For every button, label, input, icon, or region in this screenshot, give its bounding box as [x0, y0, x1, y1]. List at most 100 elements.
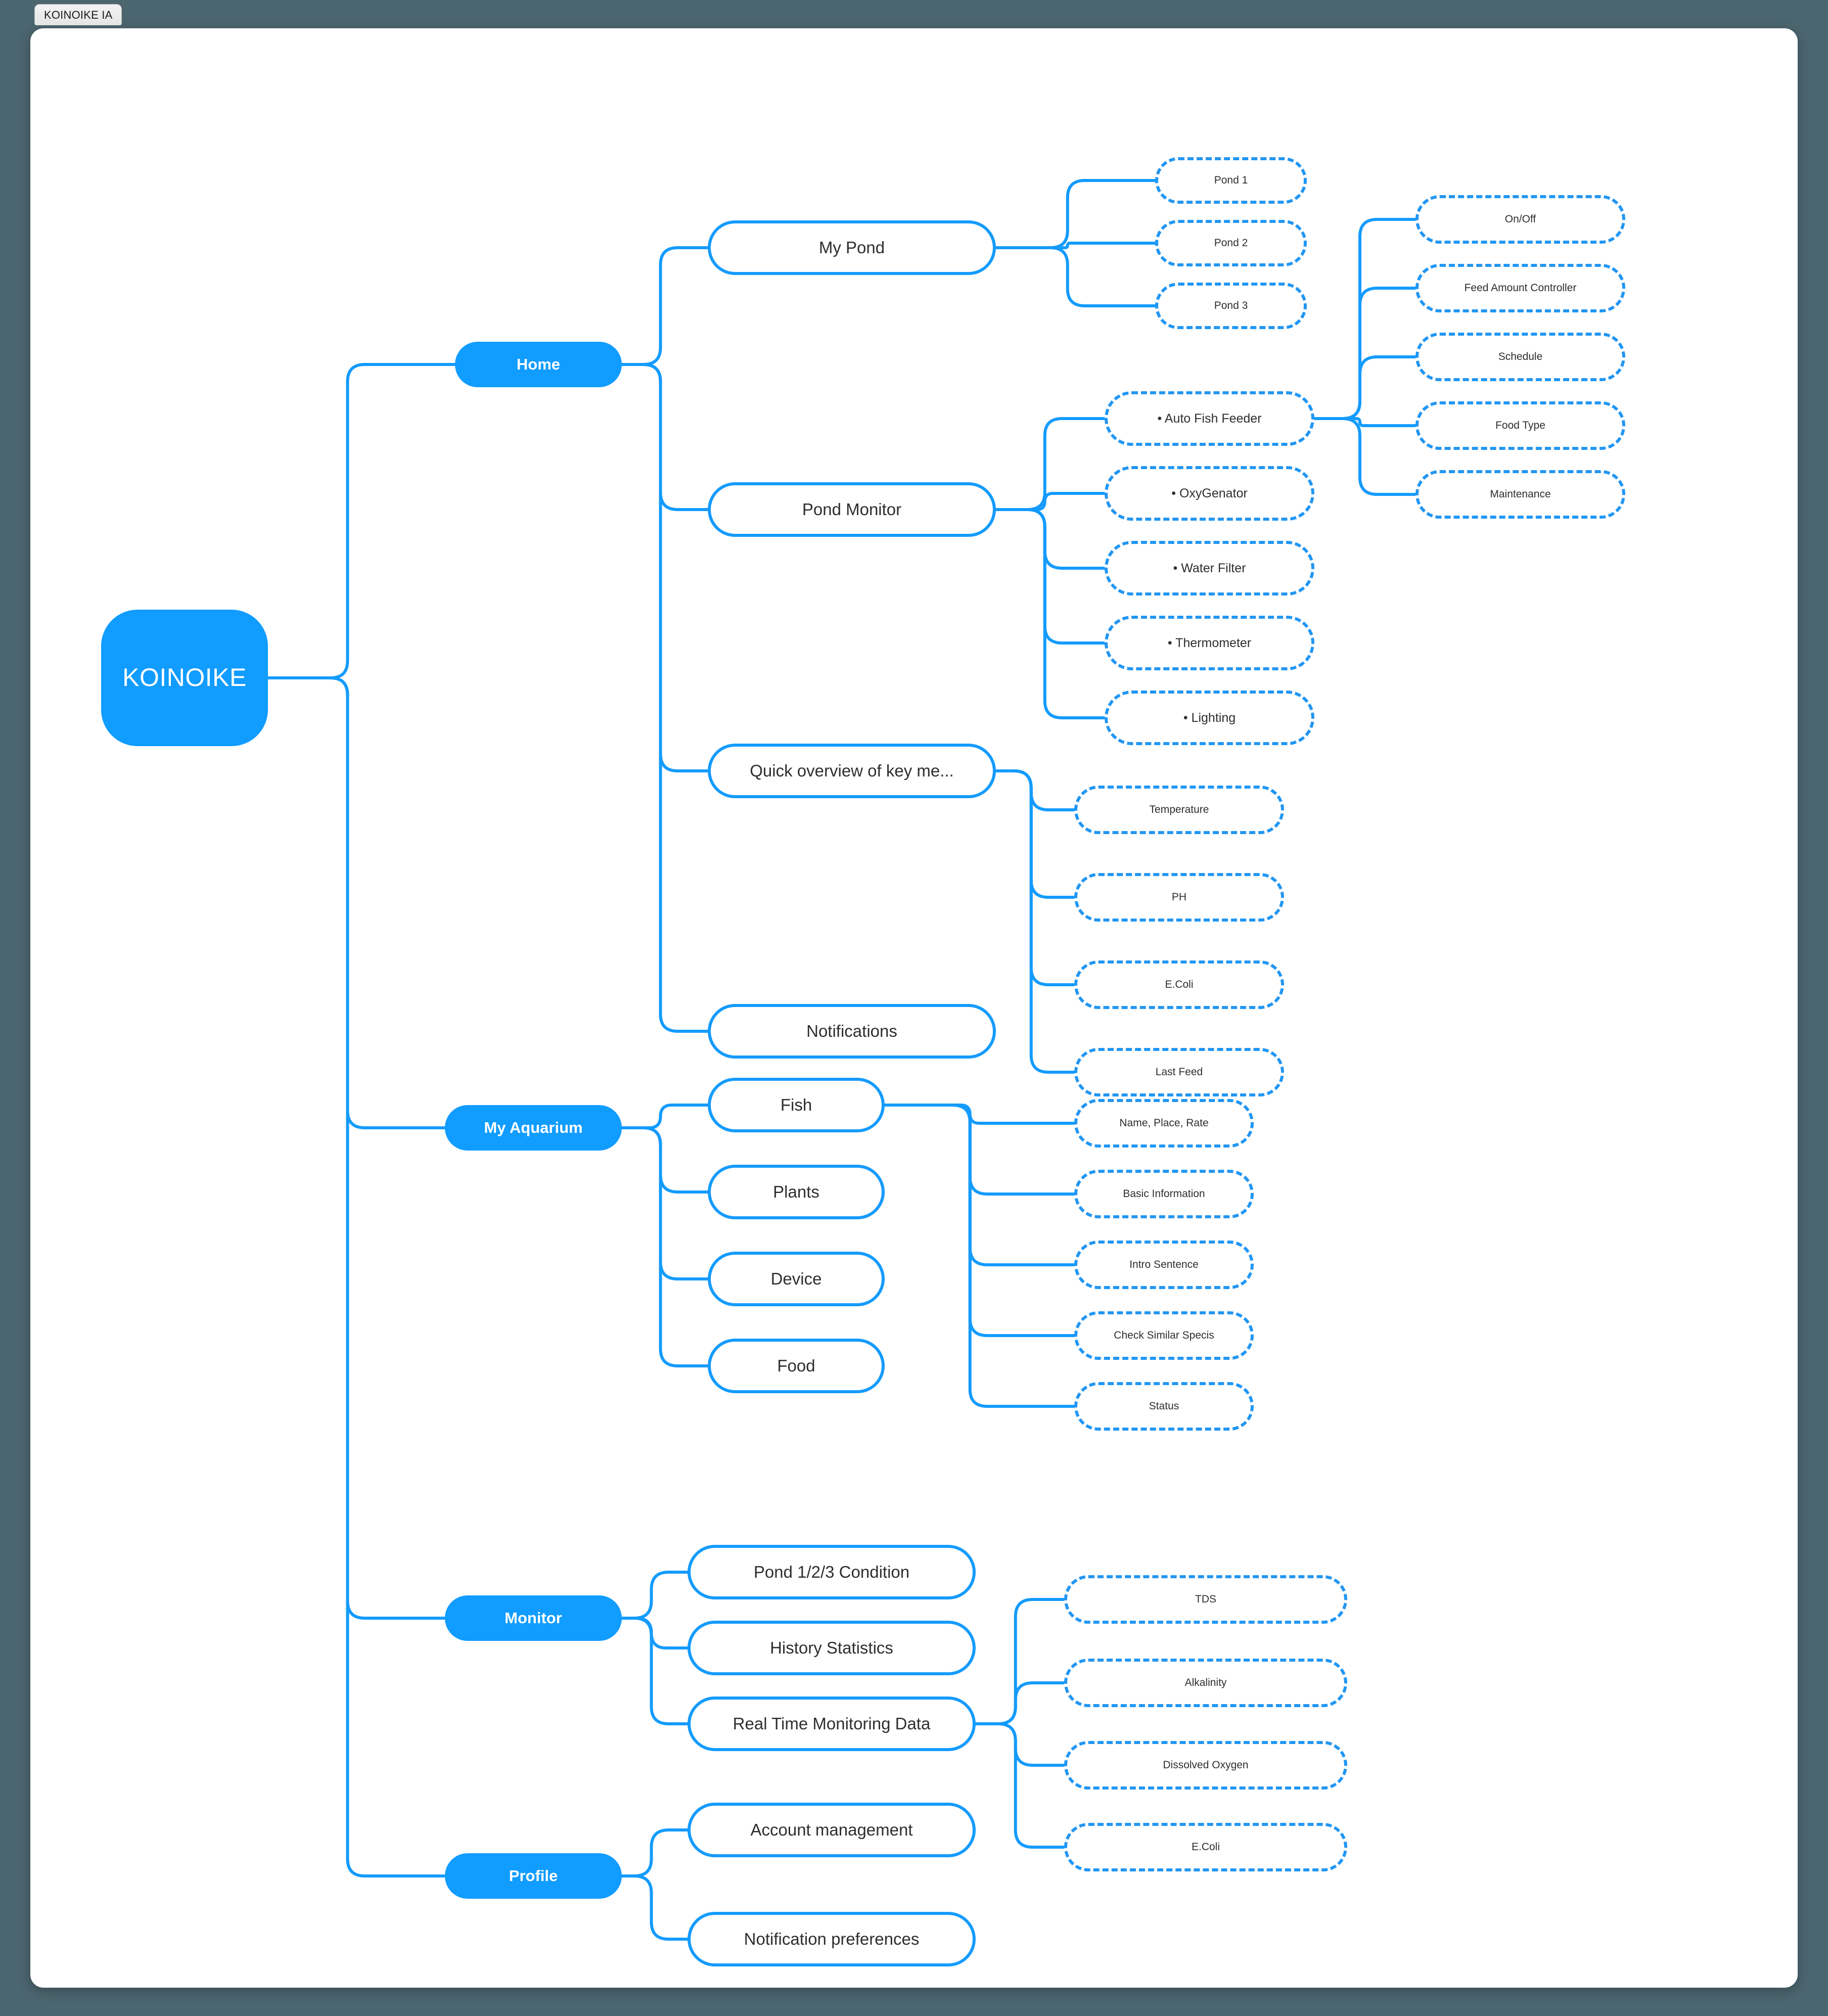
connector-moni-to-rtmd: [620, 1617, 689, 1725]
node-plants[interactable]: Plants: [708, 1165, 885, 1219]
node-dissolved-oxygen[interactable]: Dissolved Oxygen: [1064, 1741, 1347, 1790]
connector-prof-to-acct: [620, 1828, 689, 1877]
node-fish[interactable]: Fish: [708, 1078, 885, 1132]
node-oxygenator[interactable]: • OxyGenator: [1105, 466, 1314, 521]
connector-rtmd-to-alka: [974, 1681, 1066, 1725]
node-quick-overview-label: Quick overview of key me...: [750, 761, 954, 781]
node-history-statistics[interactable]: History Statistics: [688, 1621, 976, 1675]
node-pond-2-label: Pond 2: [1214, 237, 1248, 249]
node-thermometer-label: • Thermometer: [1167, 635, 1252, 650]
node-basic-information[interactable]: Basic Information: [1074, 1170, 1254, 1218]
node-device-label: Device: [770, 1269, 822, 1289]
node-pond-condition[interactable]: Pond 1/2/3 Condition: [688, 1545, 976, 1599]
node-tds[interactable]: TDS: [1064, 1575, 1347, 1624]
node-maintenance[interactable]: Maintenance: [1415, 470, 1625, 519]
connector-root-to-home: [266, 363, 456, 679]
node-intro-sentence-label: Intro Sentence: [1129, 1258, 1199, 1270]
node-notification-preferences-label: Notification preferences: [744, 1930, 920, 1949]
branch-monitor[interactable]: Monitor: [445, 1595, 622, 1641]
node-name-place-rate-label: Name, Place, Rate: [1119, 1117, 1209, 1129]
node-pond-2[interactable]: Pond 2: [1155, 220, 1307, 266]
tab-label: KOINOIKE IA: [44, 8, 113, 21]
browser-tab-chip[interactable]: KOINOIKE IA: [34, 4, 122, 25]
node-dissolved-oxygen-label: Dissolved Oxygen: [1163, 1759, 1249, 1771]
node-real-time-monitoring-data[interactable]: Real Time Monitoring Data: [688, 1697, 976, 1751]
node-lighting-label: • Lighting: [1183, 710, 1236, 725]
connector-prof-to-notpref: [620, 1874, 689, 1941]
node-pond-monitor[interactable]: Pond Monitor: [708, 482, 996, 537]
branch-home-label: Home: [516, 355, 561, 374]
node-thermometer[interactable]: • Thermometer: [1105, 616, 1314, 670]
branch-my-aquarium[interactable]: My Aquarium: [445, 1105, 622, 1151]
node-account-management[interactable]: Account management: [688, 1803, 976, 1857]
branch-home[interactable]: Home: [455, 342, 622, 387]
node-oxygenator-label: • OxyGenator: [1171, 486, 1248, 500]
node-tds-label: TDS: [1195, 1593, 1216, 1605]
connector-feeder-to-maint: [1313, 417, 1417, 496]
node-auto-fish-feeder-label: • Auto Fish Feeder: [1157, 411, 1262, 426]
node-feed-amount-controller-label: Feed Amount Controller: [1464, 282, 1577, 294]
connector-home-to-notif: [620, 363, 709, 1033]
mindmap-connectors: [266, 179, 1417, 1941]
node-status-label: Status: [1149, 1400, 1179, 1412]
node-history-statistics-label: History Statistics: [770, 1638, 893, 1658]
root-node-koinoike-label: KOINOIKE: [122, 663, 247, 692]
node-status[interactable]: Status: [1074, 1382, 1254, 1431]
node-lighting[interactable]: • Lighting: [1105, 691, 1314, 745]
connector-aqua-to-fish: [620, 1104, 709, 1129]
node-ecoli-monitor[interactable]: E.Coli: [1064, 1823, 1347, 1871]
node-auto-fish-feeder[interactable]: • Auto Fish Feeder: [1105, 391, 1314, 446]
node-notifications[interactable]: Notifications: [708, 1004, 996, 1059]
node-alkalinity-label: Alkalinity: [1184, 1676, 1227, 1688]
node-notification-preferences[interactable]: Notification preferences: [688, 1912, 976, 1966]
connector-pondmon-to-oxy: [994, 492, 1106, 511]
connector-quick-to-lastfd: [994, 769, 1076, 1074]
node-ecoli-home[interactable]: E.Coli: [1074, 960, 1284, 1009]
node-pond-condition-label: Pond 1/2/3 Condition: [753, 1563, 910, 1582]
node-food-label: Food: [777, 1356, 815, 1376]
connector-mypond-to-pond2: [994, 242, 1157, 249]
node-alkalinity[interactable]: Alkalinity: [1064, 1659, 1347, 1707]
connector-rtmd-to-ecoli2: [974, 1722, 1066, 1849]
node-last-feed-label: Last Feed: [1155, 1066, 1203, 1078]
node-plants-label: Plants: [773, 1182, 819, 1202]
node-water-filter[interactable]: • Water Filter: [1105, 541, 1314, 595]
node-device[interactable]: Device: [708, 1252, 885, 1306]
node-food[interactable]: Food: [708, 1339, 885, 1393]
node-schedule[interactable]: Schedule: [1415, 333, 1625, 381]
connector-root-to-prof: [266, 676, 446, 1877]
node-food-type-label: Food Type: [1495, 419, 1545, 431]
node-real-time-monitoring-data-label: Real Time Monitoring Data: [733, 1714, 931, 1733]
node-ecoli-home-label: E.Coli: [1165, 978, 1194, 990]
node-name-place-rate[interactable]: Name, Place, Rate: [1074, 1099, 1254, 1148]
node-fish-label: Fish: [780, 1095, 812, 1115]
node-maintenance-label: Maintenance: [1490, 488, 1551, 500]
node-quick-overview[interactable]: Quick overview of key me...: [708, 744, 996, 798]
node-food-type[interactable]: Food Type: [1415, 401, 1625, 450]
node-schedule-label: Schedule: [1498, 350, 1543, 362]
connector-home-to-mypond: [620, 246, 709, 366]
node-intro-sentence[interactable]: Intro Sentence: [1074, 1241, 1254, 1289]
node-feed-amount-controller[interactable]: Feed Amount Controller: [1415, 264, 1625, 312]
node-pond-1-label: Pond 1: [1214, 174, 1248, 186]
node-last-feed[interactable]: Last Feed: [1074, 1048, 1284, 1096]
node-water-filter-label: • Water Filter: [1173, 561, 1246, 575]
node-basic-information-label: Basic Information: [1123, 1187, 1205, 1200]
node-on-off-label: On/Off: [1504, 213, 1536, 225]
branch-profile[interactable]: Profile: [445, 1853, 622, 1899]
node-pond-1[interactable]: Pond 1: [1155, 157, 1307, 204]
branch-my-aquarium-label: My Aquarium: [484, 1119, 583, 1137]
node-my-pond[interactable]: My Pond: [708, 220, 996, 275]
node-check-similar-specis[interactable]: Check Similar Specis: [1074, 1311, 1254, 1360]
connector-mypond-to-pond3: [994, 246, 1157, 307]
node-temperature[interactable]: Temperature: [1074, 786, 1284, 834]
node-pond-3[interactable]: Pond 3: [1155, 283, 1307, 329]
connector-pondmon-to-light: [994, 508, 1106, 719]
node-ph[interactable]: PH: [1074, 873, 1284, 922]
node-account-management-label: Account management: [750, 1820, 913, 1840]
node-on-off[interactable]: On/Off: [1415, 195, 1625, 244]
root-node-koinoike[interactable]: KOINOIKE: [101, 610, 268, 746]
node-check-similar-specis-label: Check Similar Specis: [1114, 1329, 1214, 1341]
